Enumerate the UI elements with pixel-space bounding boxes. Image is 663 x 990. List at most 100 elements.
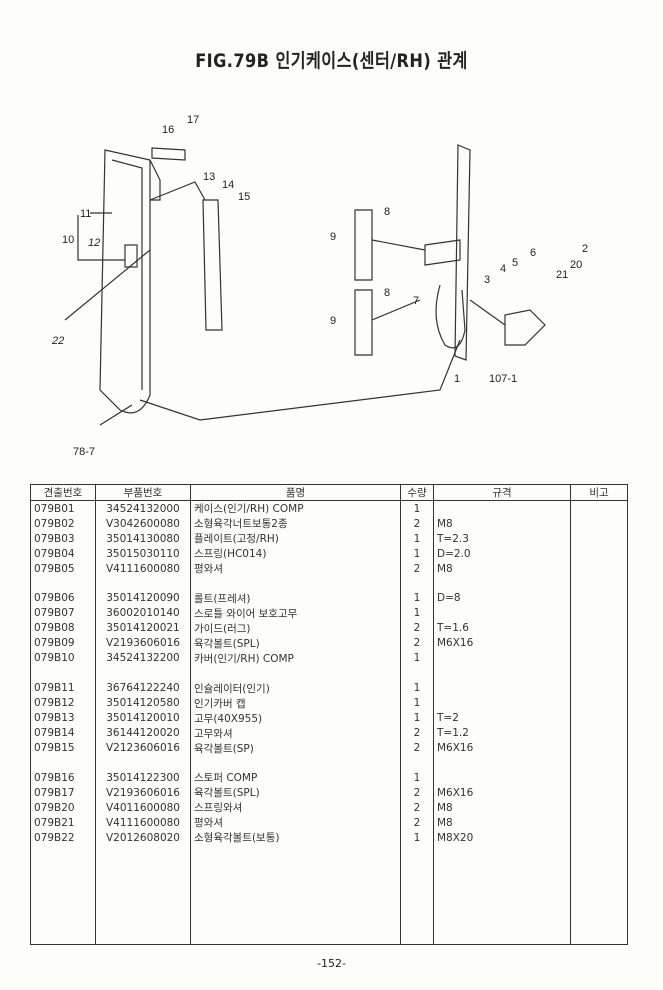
cell-ref-no: 079B03 bbox=[30, 531, 96, 546]
figure-title: FIG.79B 인기케이스(센터/RH) 관계 bbox=[195, 50, 468, 72]
callout-label: 7 bbox=[413, 295, 419, 307]
cell-remarks bbox=[570, 620, 628, 636]
cell-remarks bbox=[570, 785, 628, 801]
cell-ref-no: 079B01 bbox=[30, 500, 96, 516]
cell-spec bbox=[433, 500, 571, 516]
cell-remarks bbox=[570, 516, 628, 531]
cell-ref-no: 079B06 bbox=[30, 590, 96, 606]
callout-label: 6 bbox=[530, 247, 536, 259]
callout-labels: 16 17 13 14 15 11 10 12 22 78-7 9 8 9 8 … bbox=[51, 114, 588, 458]
cell-part-name: 카버(인기/RH) COMP bbox=[190, 650, 401, 666]
cell-ref-no: 079B17 bbox=[30, 785, 96, 801]
cell-qty: 1 bbox=[400, 710, 434, 726]
cell-part-name: 스프링(HC014) bbox=[190, 546, 401, 561]
cell-qty: 2 bbox=[400, 561, 434, 576]
cell-part-name: 케이스(인기/RH) COMP bbox=[190, 500, 401, 516]
callout-label: 22 bbox=[51, 335, 64, 347]
cell-part-name: 스프링와셔 bbox=[190, 800, 401, 816]
cell-part-name: 평와셔 bbox=[190, 561, 401, 576]
cell-part-name: 인기카버 캡 bbox=[190, 695, 401, 711]
cell-part-no: V2012608020 bbox=[95, 830, 191, 846]
cell-qty: 1 bbox=[400, 695, 434, 711]
cell-ref-no: 079B20 bbox=[30, 800, 96, 816]
cell-qty: 2 bbox=[400, 800, 434, 816]
cell-part-name: 소형육각볼트(보통) bbox=[190, 830, 401, 846]
cell-part-name: 고무와셔 bbox=[190, 725, 401, 741]
cell-remarks bbox=[570, 561, 628, 576]
table-header-row: 견출번호 부품번호 품명 수량 규격 비고 bbox=[30, 484, 628, 501]
cell-remarks bbox=[570, 800, 628, 816]
callout-label: 8 bbox=[384, 287, 390, 299]
cell-ref-no: 079B08 bbox=[30, 620, 96, 636]
cell-part-name: 스로틀 와이어 보호고무 bbox=[190, 605, 401, 621]
cell-part-no: 35014122300 bbox=[95, 770, 191, 786]
cell-remarks bbox=[570, 710, 628, 726]
cell-ref-no: 079B13 bbox=[30, 710, 96, 726]
cell-part-name: 육각볼트(SPL) bbox=[190, 635, 401, 651]
cell-spec: M8 bbox=[433, 561, 571, 576]
exploded-parts-diagram: 16 17 13 14 15 11 10 12 22 78-7 9 8 9 8 … bbox=[51, 114, 588, 458]
cell-remarks bbox=[570, 770, 628, 786]
cell-part-no: V4111600080 bbox=[95, 561, 191, 576]
callout-label: 12 bbox=[88, 237, 100, 249]
cell-spec: T=2.3 bbox=[433, 531, 571, 546]
cell-remarks bbox=[570, 531, 628, 546]
cell-qty: 1 bbox=[400, 650, 434, 666]
callout-label: 17 bbox=[187, 114, 199, 126]
cell-part-no: 34524132200 bbox=[95, 650, 191, 666]
intake-case-part bbox=[99, 149, 151, 414]
cell-remarks bbox=[570, 815, 628, 831]
cell-spec: T=2 bbox=[433, 710, 571, 726]
cell-part-name: 고무(40X955) bbox=[190, 710, 401, 726]
cell-qty: 1 bbox=[400, 531, 434, 546]
cell-ref-no: 079B14 bbox=[30, 725, 96, 741]
cell-qty: 2 bbox=[400, 516, 434, 531]
callout-label: 4 bbox=[500, 263, 506, 275]
cell-remarks bbox=[570, 605, 628, 621]
cell-ref-no: 079B05 bbox=[30, 561, 96, 576]
callout-label: 11 bbox=[80, 208, 91, 220]
cell-part-no: V4011600080 bbox=[95, 800, 191, 816]
callout-label: 2 bbox=[582, 243, 588, 255]
callout-label: 1 bbox=[454, 373, 460, 385]
cell-ref-no: 079B15 bbox=[30, 740, 96, 756]
cell-part-no: 35014130080 bbox=[95, 531, 191, 546]
callout-label: 3 bbox=[484, 274, 490, 286]
cell-part-no: V4111600080 bbox=[95, 815, 191, 831]
cell-remarks bbox=[570, 740, 628, 756]
cell-part-no: 36144120020 bbox=[95, 725, 191, 741]
header-qty: 수량 bbox=[400, 484, 434, 501]
cell-part-no: 36002010140 bbox=[95, 605, 191, 621]
header-part-no: 부품번호 bbox=[95, 484, 191, 501]
cell-remarks bbox=[570, 680, 628, 696]
cell-qty: 1 bbox=[400, 500, 434, 516]
cell-spec: T=1.2 bbox=[433, 725, 571, 741]
spacer-row bbox=[30, 665, 628, 681]
cell-spec: M8 bbox=[433, 800, 571, 816]
cell-remarks bbox=[570, 725, 628, 741]
cell-spec: M6X16 bbox=[433, 635, 571, 651]
cell-part-name: 육각볼트(SPL) bbox=[190, 785, 401, 801]
cell-spec: M6X16 bbox=[433, 740, 571, 756]
cell-qty: 2 bbox=[400, 635, 434, 651]
callout-label: 107-1 bbox=[489, 373, 517, 385]
callout-label: 20 bbox=[570, 259, 582, 271]
cell-ref-no: 079B12 bbox=[30, 695, 96, 711]
cell-ref-no: 079B21 bbox=[30, 815, 96, 831]
cell-spec bbox=[433, 680, 571, 696]
cell-spec: D=8 bbox=[433, 590, 571, 606]
cell-part-no: V2193606016 bbox=[95, 785, 191, 801]
callout-label: 9 bbox=[330, 231, 336, 243]
callout-label: 21 bbox=[556, 269, 568, 281]
